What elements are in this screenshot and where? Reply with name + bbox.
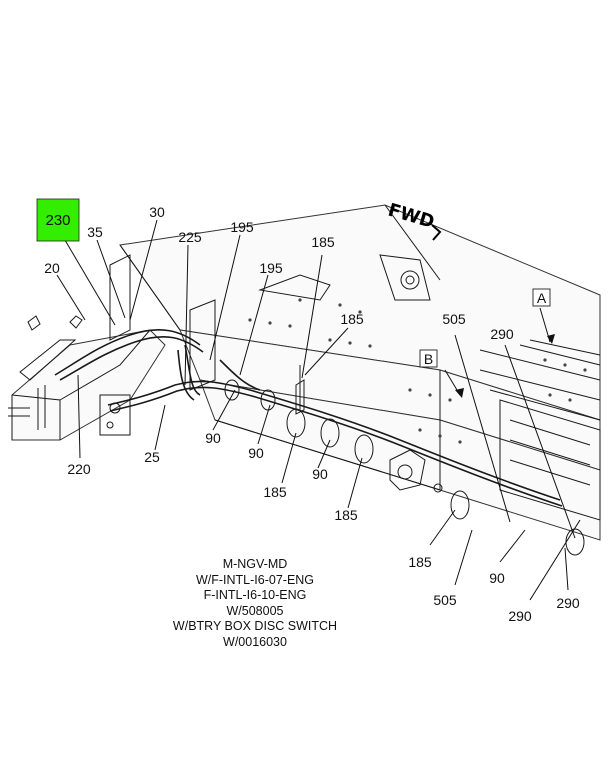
frame-rails [109,204,601,541]
note-line: M-NGV-MD [222,557,288,571]
note-line: W/BTRY BOX DISC SWITCH [172,619,338,633]
ref-letter-a: A [537,290,547,306]
callout-label[interactable]: 90 [312,466,328,482]
callout-label[interactable]: 35 [87,224,103,240]
highlight-label[interactable]: 230 [45,212,70,229]
callout-label[interactable]: 90 [248,445,264,461]
callout-label[interactable]: 195 [259,260,283,276]
callout-label[interactable]: 185 [408,554,432,570]
fwd-arrow-icon [431,224,442,241]
reference-box-b: B [419,349,438,368]
callout-label[interactable]: 30 [149,204,165,220]
callout-label[interactable]: 290 [508,608,532,624]
callout-labels: 30 35 225 195 195 185 185 20 505 290 220… [44,204,580,624]
note-line: W/F-INTL-I6-07-ENG [195,572,315,587]
callout-label[interactable]: 225 [178,229,202,245]
note-line: F-INTL-I6-10-ENG [203,588,307,602]
callout-label[interactable]: 185 [311,234,335,250]
note-line: W/0016030 [223,634,287,649]
callout-label[interactable]: 20 [44,260,60,276]
leader-lines [56,219,581,601]
battery-box-assembly [8,315,166,441]
callout-label[interactable]: 505 [442,311,466,327]
callout-label[interactable]: 25 [144,449,160,465]
rivet-pattern [248,298,587,444]
callout-label[interactable]: 505 [433,592,457,608]
callout-label[interactable]: 185 [340,311,364,327]
disconnect-switch-hardware [295,365,443,493]
highlighted-callout[interactable]: 230 [36,198,80,242]
callout-label[interactable]: 290 [556,595,580,611]
wire-harness [54,329,563,507]
note-line: W/508005 [226,603,284,618]
callout-label[interactable]: 185 [334,507,358,523]
callout-label[interactable]: 185 [263,484,287,500]
callout-label[interactable]: 290 [490,326,514,342]
applicability-notes: M-NGV-MD W/F-INTL-I6-07-ENG F-INTL-I6-10… [150,557,360,650]
callout-label[interactable]: 195 [230,219,254,235]
reference-box-a: A [532,288,551,307]
callout-label[interactable]: 90 [205,430,221,446]
highlight-box[interactable] [36,198,80,242]
ref-letter-b: B [424,351,433,367]
callout-label[interactable]: 90 [489,570,505,586]
callout-label[interactable]: 220 [67,461,91,477]
